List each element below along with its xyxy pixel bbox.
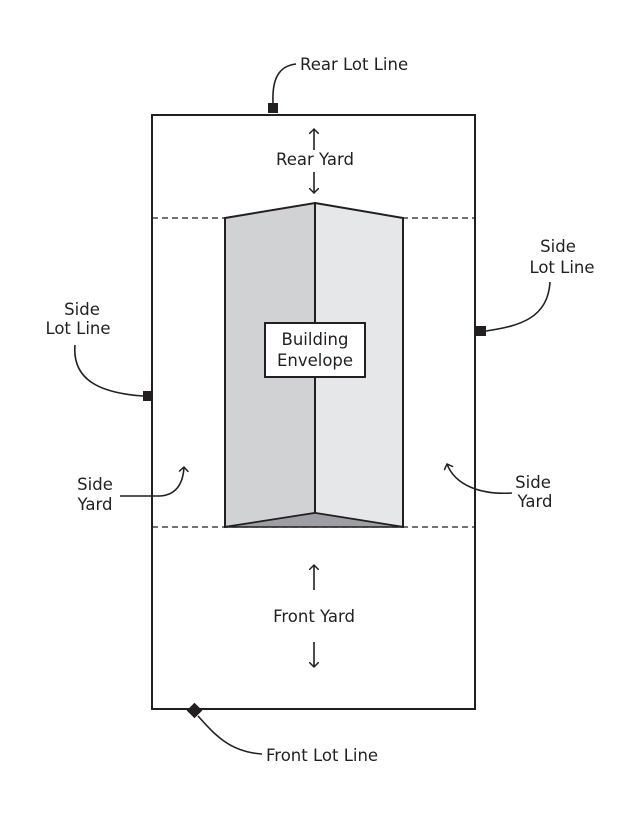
left-side-yard-arrow bbox=[120, 467, 184, 497]
right-side-lot-line-leader bbox=[485, 281, 551, 332]
front-lot-line-leader bbox=[197, 715, 263, 755]
left-side-yard-label-1: Side bbox=[77, 475, 113, 494]
right-side-yard-label-1: Side bbox=[515, 473, 551, 492]
front-yard-label: Front Yard bbox=[273, 607, 355, 626]
rear-lot-line-leader bbox=[272, 63, 297, 104]
left-side-yard-label-2: Yard bbox=[77, 495, 113, 514]
front-lot-line-marker bbox=[186, 702, 203, 719]
right-side-yard-label-2: Yard bbox=[517, 492, 553, 511]
front-lot-line-label: Front Lot Line bbox=[266, 746, 378, 765]
building-envelope-label-1: Building bbox=[282, 330, 349, 349]
left-side-lot-line-label-2: Lot Line bbox=[45, 319, 110, 338]
building-envelope-label-2: Envelope bbox=[277, 351, 353, 370]
rear-lot-line-label: Rear Lot Line bbox=[300, 55, 408, 74]
rear-lot-line-marker bbox=[268, 103, 278, 113]
left-side-lot-line-leader bbox=[74, 344, 144, 397]
rear-yard-label: Rear Yard bbox=[276, 150, 354, 169]
right-side-lot-line-label-2: Lot Line bbox=[529, 258, 594, 277]
right-side-lot-line-marker bbox=[476, 326, 486, 336]
building-floor bbox=[224, 512, 404, 528]
right-side-yard-arrow bbox=[447, 464, 513, 495]
left-side-lot-line-label-1: Side bbox=[64, 300, 100, 319]
lot-boundary bbox=[151, 114, 476, 710]
left-side-lot-line-marker bbox=[143, 391, 153, 401]
right-side-lot-line-label-1: Side bbox=[540, 237, 576, 256]
building-envelope-label-box bbox=[264, 322, 366, 378]
